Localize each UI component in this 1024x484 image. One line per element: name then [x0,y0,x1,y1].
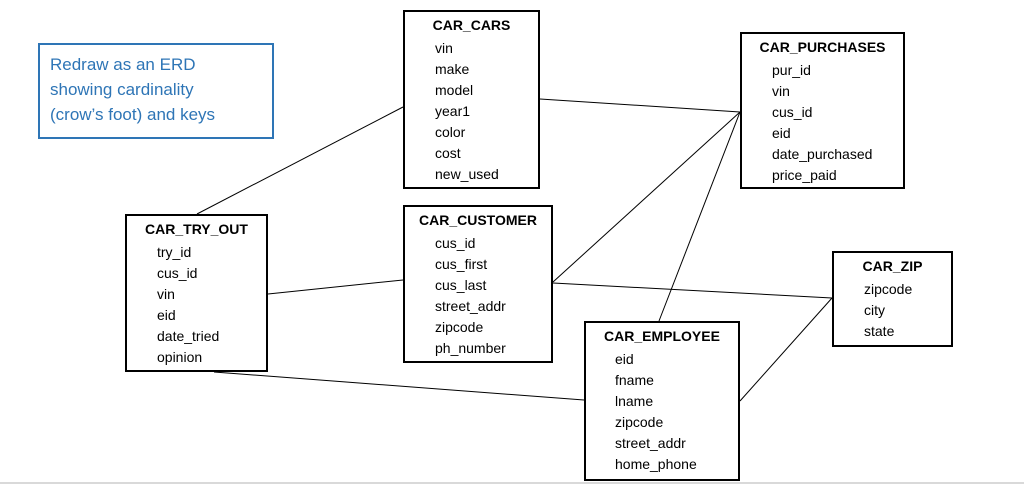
attribute: eid [615,351,634,367]
note-line: showing cardinality [50,80,194,99]
attribute: try_id [157,244,192,260]
note-line: Redraw as an ERD [50,55,196,74]
attribute-list: zipcode city state [834,279,951,342]
entity-car-purchases: CAR_PURCHASES pur_id vin cus_id eid date… [740,32,905,189]
attribute: city [864,302,885,318]
attribute: model [435,82,474,98]
entity-title: CAR_PURCHASES [759,39,886,55]
attribute-list: vin make model year1 color cost new_used [405,38,538,185]
attribute: state [864,323,895,339]
link-employee-tryout [213,371,585,401]
attribute-list: eid fname lname zipcode street_addr home… [586,349,738,475]
entity-car-cars: CAR_CARS vin make model year1 color cost… [403,10,540,189]
attribute: zipcode [615,414,664,430]
attribute: date_purchased [772,146,873,162]
attribute: cus_id [772,104,813,120]
note-line: (crow’s foot) and keys [50,105,216,124]
attribute-list: try_id cus_id vin eid date_tried opinion [127,242,266,368]
attribute: home_phone [615,456,697,472]
attribute: lname [615,393,654,409]
attribute: cus_id [435,235,476,251]
attribute: cus_last [435,277,487,293]
link-customer-zip [552,282,833,299]
entity-title: CAR_CUSTOMER [419,212,537,228]
attribute: year1 [435,103,471,119]
attribute: eid [157,307,176,323]
link-cars-tryout [196,106,404,215]
entity-car-employee: CAR_EMPLOYEE eid fname lname zipcode str… [584,321,740,481]
attribute: new_used [435,166,499,182]
link-customer-tryout [267,279,404,295]
attribute: cus_id [157,265,198,281]
attribute-list: cus_id cus_first cus_last street_addr zi… [405,233,551,359]
attribute: cost [435,145,461,161]
attribute: ph_number [435,340,506,356]
attribute: street_addr [615,435,686,451]
entity-car-zip: CAR_ZIP zipcode city state [832,251,953,347]
attribute-list: pur_id vin cus_id eid date_purchased pri… [742,60,903,186]
link-employee-purchases [658,111,741,322]
entity-car-try-out: CAR_TRY_OUT try_id cus_id vin eid date_t… [125,214,268,372]
entity-title: CAR_ZIP [862,258,923,274]
attribute: date_tried [157,328,220,344]
link-employee-zip [739,297,833,402]
entity-car-customer: CAR_CUSTOMER cus_id cus_first cus_last s… [403,205,553,363]
link-customer-purchases [552,111,741,283]
attribute: fname [615,372,654,388]
bottom-divider [0,482,1024,484]
link-cars-purchases [539,98,741,113]
attribute: vin [435,40,453,56]
attribute: vin [772,83,790,99]
attribute: color [435,124,466,140]
attribute: vin [157,286,175,302]
attribute: zipcode [864,281,913,297]
attribute: eid [772,125,791,141]
attribute: opinion [157,349,203,365]
attribute: cus_first [435,256,488,272]
attribute: make [435,61,470,77]
attribute: street_addr [435,298,506,314]
attribute: pur_id [772,62,811,78]
instruction-note: Redraw as an ERD showing cardinality (cr… [38,43,274,139]
attribute: price_paid [772,167,837,183]
entity-title: CAR_CARS [432,17,511,33]
attribute: zipcode [435,319,484,335]
entity-title: CAR_TRY_OUT [145,221,248,237]
entity-title: CAR_EMPLOYEE [604,328,720,344]
